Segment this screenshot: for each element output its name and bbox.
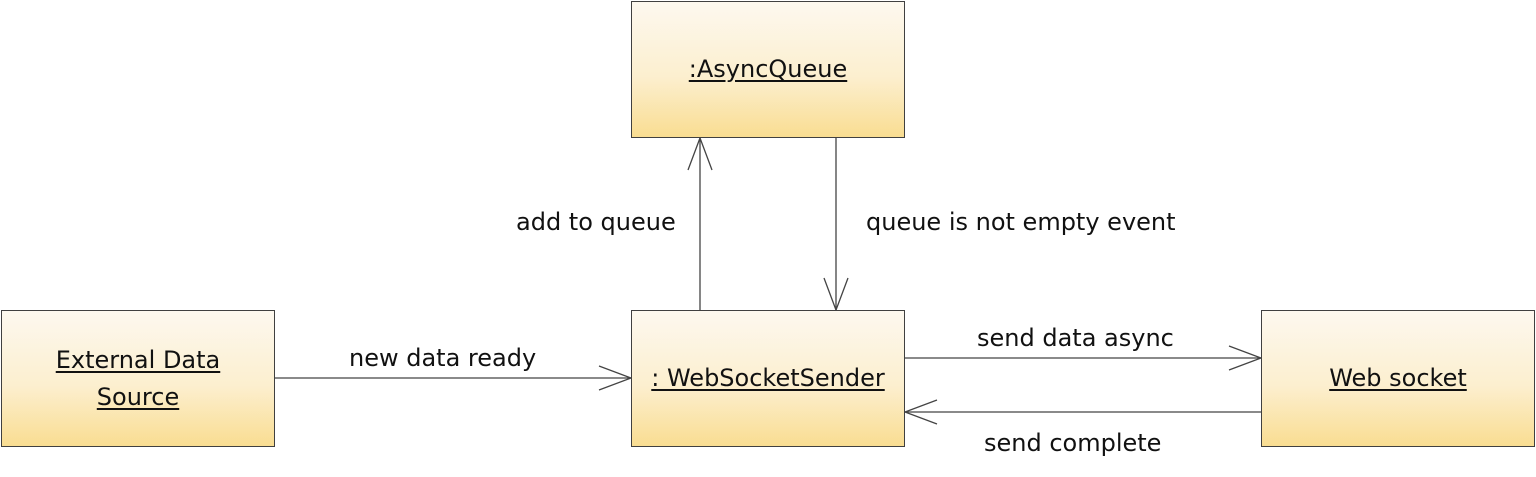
async-queue-label: :AsyncQueue: [688, 55, 848, 83]
web-socket-sender-label: : WebSocketSender: [651, 364, 885, 392]
async-queue-box: :AsyncQueue: [631, 1, 905, 138]
external-data-source-box: External Data Source: [1, 310, 275, 447]
send-complete-arrowhead: [903, 399, 938, 425]
new-data-ready-label: new data ready: [349, 344, 537, 372]
external-data-source-label-line2: Source: [96, 382, 180, 411]
web-socket-box: Web socket: [1261, 310, 1535, 447]
queue-not-empty-label: queue is not empty event: [866, 208, 1176, 236]
web-socket-label: Web socket: [1329, 364, 1467, 392]
add-to-queue-label: add to queue: [516, 208, 676, 236]
send-complete-label: send complete: [984, 429, 1162, 457]
add-to-queue-arrowhead: [687, 136, 713, 171]
send-data-async-label: send data async: [977, 324, 1174, 352]
web-socket-sender-box: : WebSocketSender: [631, 310, 905, 447]
external-data-source-label-line1: External Data: [55, 345, 221, 374]
